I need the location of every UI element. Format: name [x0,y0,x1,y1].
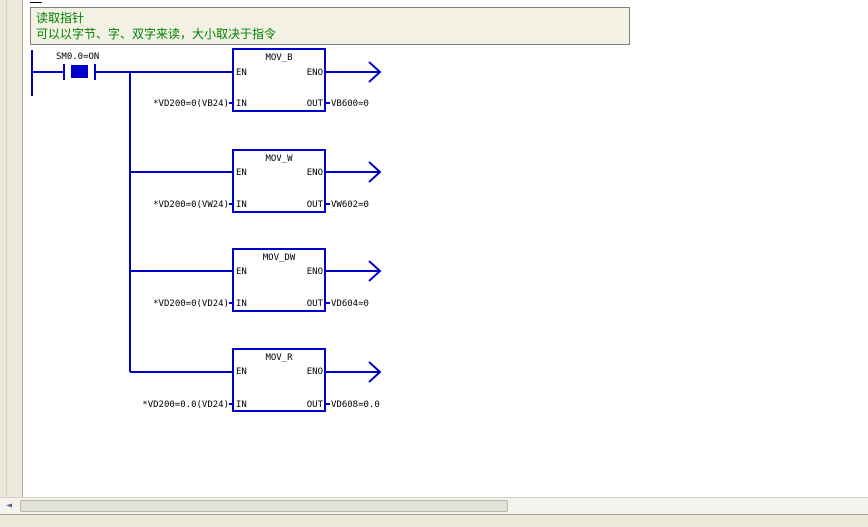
block-title: MOV_B [265,53,292,63]
pin-en: EN [236,168,247,178]
coil-arrow-icon [368,260,382,282]
contact-energized-indicator [71,65,88,78]
in-operand: *VD200=0(VD24) [153,299,229,309]
coil-arrow-icon [368,161,382,183]
out-operand: VB600=0 [331,99,369,109]
pin-out: OUT [307,200,324,210]
pin-in: IN [236,400,247,410]
network-comment-description: 可以以字节、字、双字来读，大小取决于指令 [36,27,277,41]
contact-sm0-0[interactable] [63,64,96,80]
pin-eno: ENO [307,168,323,178]
coil-arrow-icon [368,61,382,83]
out-operand: VD608=0.0 [331,400,380,410]
pin-in: IN [236,299,247,309]
block-mov-dw[interactable]: MOV_DW EN ENO IN OUT [232,248,326,312]
status-strip [0,514,868,527]
pin-in: IN [236,99,247,109]
block-title: MOV_R [265,353,293,363]
out-operand: VW602=0 [331,200,369,210]
pin-en: EN [236,68,247,78]
contact-label: SM0.0=ON [56,52,99,62]
block-title: MOV_W [265,154,293,164]
horizontal-scrollbar[interactable]: ◄ [0,497,868,514]
network-comment[interactable]: 读取指针 可以以字节、字、双字来读，大小取决于指令 [30,7,630,45]
coil-arrow-icon [368,361,382,383]
network-marker [30,2,42,3]
pin-eno: ENO [307,267,323,277]
block-mov-r[interactable]: MOV_R EN ENO IN OUT [232,348,326,412]
editor-left-gutter [0,0,23,497]
gutter-divider [6,0,7,497]
block-title: MOV_DW [263,253,296,263]
pin-out: OUT [307,400,324,410]
scrollbar-thumb[interactable] [20,500,508,512]
pin-eno: ENO [307,68,323,78]
block-mov-w[interactable]: MOV_W EN ENO IN OUT [232,149,326,213]
ladder-diagram: SM0.0=ON MOV_B EN ENO IN OUT *VD200=0(VB… [31,48,382,412]
out-operand: VD604=0 [331,299,369,309]
pin-eno: ENO [307,367,323,377]
pin-out: OUT [307,99,324,109]
block-mov-b[interactable]: MOV_B EN ENO IN OUT [232,48,326,112]
in-operand: *VD200=0(VB24) [153,99,229,109]
scroll-left-icon[interactable]: ◄ [5,500,13,511]
pin-out: OUT [307,299,324,309]
pin-en: EN [236,267,247,277]
pin-en: EN [236,367,247,377]
in-operand: *VD200=0.0(VD24) [142,400,229,410]
pin-in: IN [236,200,247,210]
network-comment-title: 读取指针 [36,11,85,25]
in-operand: *VD200=0(VW24) [153,200,229,210]
